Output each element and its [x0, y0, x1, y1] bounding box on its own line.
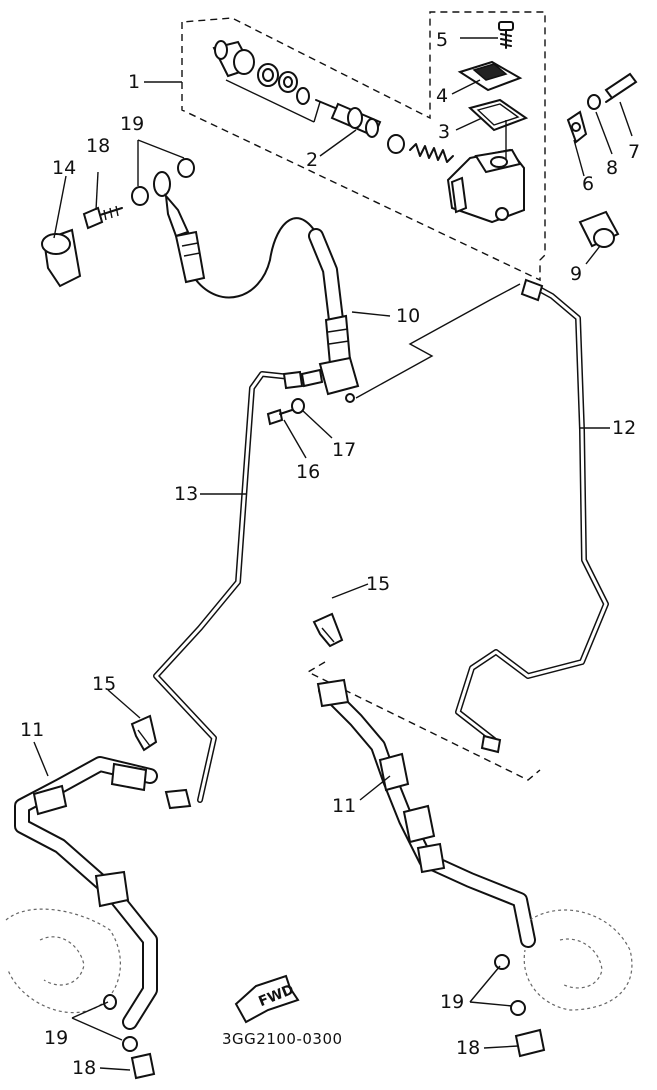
label-part-19-bottom-left: 19	[44, 1027, 68, 1049]
piston-kit	[212, 40, 405, 154]
label-part-6: 6	[582, 173, 594, 195]
label-part-4: 4	[436, 85, 448, 107]
lever-holder	[566, 110, 588, 144]
label-part-8: 8	[606, 157, 618, 179]
label-part-14: 14	[52, 157, 76, 179]
reservoir-diaphragm	[467, 98, 529, 132]
brake-pipe-right	[355, 278, 609, 754]
brake-pipe-left	[153, 370, 304, 810]
label-part-16: 16	[296, 461, 320, 483]
holder-washer	[587, 94, 601, 110]
label-part-12: 12	[612, 417, 636, 439]
reservoir-cover	[41, 228, 82, 288]
leader-lines	[33, 37, 633, 1071]
label-part-19-top: 19	[120, 113, 144, 135]
label-part-2: 2	[306, 149, 318, 171]
brake-hose-left	[14, 756, 158, 1030]
label-part-11-right: 11	[332, 795, 356, 817]
label-part-19-bottom-right: 19	[440, 991, 464, 1013]
banjo-fitting-top	[153, 171, 206, 284]
bushing	[578, 210, 620, 248]
label-part-10: 10	[396, 305, 420, 327]
joint-washer	[291, 398, 305, 414]
three-way-joint	[300, 314, 360, 403]
label-part-5: 5	[436, 29, 448, 51]
spring	[409, 143, 454, 163]
joint-bolt	[266, 408, 293, 426]
label-part-3: 3	[438, 121, 450, 143]
label-part-18-bottom-right: 18	[456, 1037, 480, 1059]
label-part-13: 13	[174, 483, 198, 505]
label-part-7: 7	[628, 141, 640, 163]
hose-clip-right	[312, 612, 344, 648]
brake-hose-upper	[195, 217, 344, 328]
caliper-right	[469, 909, 633, 1058]
label-part-9: 9	[570, 263, 582, 285]
label-part-1: 1	[128, 71, 140, 93]
label-part-18-top: 18	[86, 135, 110, 157]
cap-screw	[498, 21, 514, 49]
union-bolt-top	[82, 205, 123, 230]
label-part-15-left: 15	[92, 673, 116, 695]
group-outline-master-cylinder	[181, 11, 546, 282]
label-part-11-left: 11	[20, 719, 44, 741]
master-cylinder-body	[446, 120, 525, 224]
label-part-15-right: 15	[366, 573, 390, 595]
label-part-17: 17	[332, 439, 356, 461]
fwd-arrow-icon: FWD	[234, 974, 300, 1024]
holder-bolt	[604, 72, 638, 103]
caliper-left	[5, 908, 156, 1080]
drawing-code: 3GG2100-0300	[222, 1030, 343, 1048]
label-part-18-bottom-left: 18	[72, 1057, 96, 1079]
part-number-labels: 1 2 3 4 5 6 7 8 9 10 11 11 12 13 14 15 1…	[20, 29, 640, 1079]
hose-clip-left	[130, 714, 158, 752]
reservoir-cap-plate	[457, 60, 523, 92]
copper-washers-top	[131, 139, 195, 206]
brake-hose-right	[316, 678, 536, 948]
